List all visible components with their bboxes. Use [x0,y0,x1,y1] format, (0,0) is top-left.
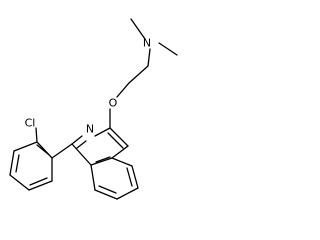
bond-ipso-ortho-double [36,144,49,155]
chlorophenyl-bonds [9,127,73,191]
bond-n2-c1-double [76,140,87,149]
bond-ortho-cl [35,127,38,143]
atom-label-n-ring: N [86,123,94,136]
bond-c6-c5-double [126,167,133,187]
atom-labels: N O N Cl [25,37,151,136]
bond-c8-c7 [94,189,118,200]
bond-ortho-meta [13,141,38,152]
bond-meta-para [9,150,15,176]
bond-c6-c5 [131,165,139,189]
side-chain-bonds [109,18,178,129]
bond-ch2-ch2 [128,65,149,84]
bond-ch2-o [116,82,130,98]
bond-ipso-ortho [36,141,53,159]
atom-label-n-amine: N [143,37,151,50]
bond-meta2-ortho2 [28,180,53,191]
bond-n-ch2 [147,48,151,67]
bond-meta2-ortho2-double [29,177,48,186]
bond-c5-c4a [111,157,133,167]
structure-diagram: N O N Cl [9,18,178,200]
bond-c4-c3-double [107,132,124,149]
bond-c3-n2 [94,127,111,137]
bond-c4a-c4 [111,145,129,159]
bond-c8a-c4a [90,157,113,166]
bond-c8a-c4a-inner [95,156,111,163]
bond-para-meta2 [9,174,30,191]
atom-label-o-ether: O [109,97,118,110]
bond-c4-c3 [109,127,129,147]
bond-c7-c6 [116,187,139,200]
bond-nme-right [158,42,178,56]
bond-c1-cipso [51,143,73,159]
bond-c8-c7-double [98,185,117,194]
isoquinoline-bonds [71,127,139,200]
bond-meta-para-double [15,154,20,173]
bond-c8a-c8 [90,164,96,191]
bond-nme-left [130,18,146,40]
atom-label-cl: Cl [25,117,36,130]
bond-n2-c1 [71,135,83,145]
bond-c1-c8a [71,143,92,166]
